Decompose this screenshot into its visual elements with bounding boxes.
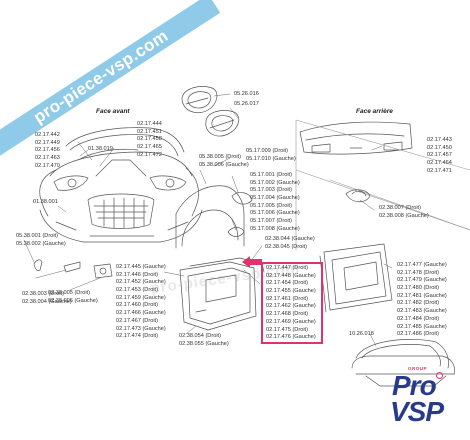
- rear-body-outline: [295, 119, 470, 251]
- label-sill-upper: 02.38.044 (Gauche) 02.38.045 (Droit): [265, 236, 315, 250]
- label-rear-light: 02.38.007 (Droit) 02.38.008 (Gauche): [379, 205, 429, 219]
- label-mirrors-top: 05.26.016 05.26.017: [234, 91, 259, 107]
- title-front: Face avant: [96, 108, 130, 115]
- windshield-car: [351, 339, 455, 387]
- title-rear: Face arrière: [356, 108, 393, 115]
- side-indicator: [227, 227, 245, 237]
- label-front-left-list: 02.17.442 02.17.449 02.17.456 02.17.463 …: [35, 132, 60, 169]
- mirror-housing-left: [181, 86, 218, 113]
- highlight-arrow: [242, 256, 262, 268]
- label-front-small: 01.38.019: [88, 146, 113, 152]
- label-windshield: 10.26.018: [349, 331, 374, 337]
- label-sill-lower: 02.38.054 (Droit) 02.38.055 (Gauche): [179, 333, 229, 347]
- label-side-mirror-lights: 05.38.005 (Droit) 05.38.006 (Gauche): [199, 154, 249, 168]
- label-doors-left-list: 02.17.445 (Gauche) 02.17.446 (Droit) 02.…: [116, 264, 166, 340]
- label-front-lower: 02.38.005 (Droit) 02.38.006 (Gauche): [48, 290, 98, 304]
- front-car-body: [39, 127, 245, 249]
- logo-line1: Pro: [392, 370, 437, 401]
- label-mirrors-list: 05.17.001 (Droit) 05.17.002 (Gauche) 05.…: [250, 172, 300, 232]
- mirror-housing-right: [205, 110, 240, 137]
- side-mirror-cap: [231, 192, 253, 205]
- label-rear-bumper-list: 02.17.443 02.17.450 02.17.457 02.17.464 …: [427, 137, 452, 174]
- label-fog-lights: 02.38.003 (Droit) 02.38.004 (Gauche): [22, 291, 72, 305]
- label-doors-highlight-list: 02.17.447 (Droit) 02.17.448 (Gauche) 02.…: [266, 265, 316, 341]
- label-rear-doors-list: 02.17.477 (Gauche) 02.17.478 (Droit) 02.…: [397, 262, 447, 338]
- highlight-box: [261, 262, 323, 344]
- label-mirror-caps: 05.17.009 (Droit) 05.17.010 (Gauche): [246, 148, 296, 162]
- label-front-mid-list: 02.17.444 02.17.451 02.17.458 02.17.465 …: [137, 121, 162, 158]
- leader-lines: [23, 93, 393, 347]
- logo-dot-icon: [436, 372, 443, 379]
- logo-group-text: GROUP: [408, 366, 428, 371]
- label-front-grille: 01.38.001: [33, 199, 58, 205]
- label-side-lights: 05.38.001 (Droit) 05.38.002 (Gauche): [16, 233, 66, 247]
- logo-line2: VSP: [390, 396, 444, 427]
- rear-bumper: [299, 121, 413, 155]
- door-panels-right: [319, 243, 393, 313]
- rear-light: [345, 189, 371, 203]
